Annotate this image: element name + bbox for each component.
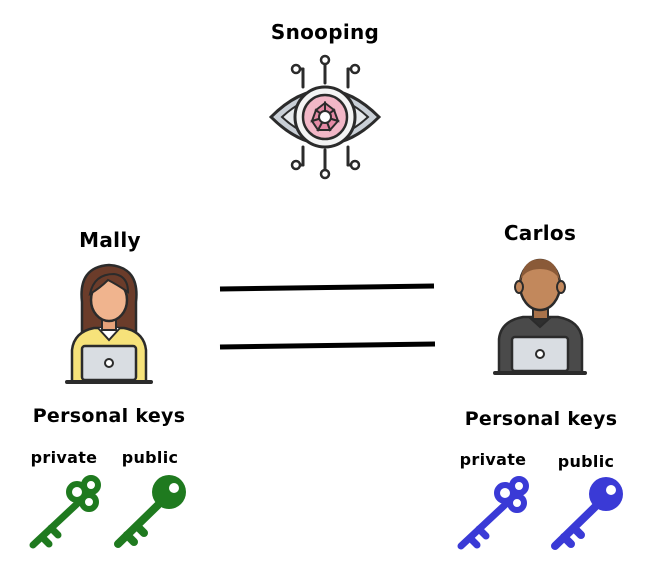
public-label-mally: public [121, 448, 179, 467]
private-key-icon [29, 475, 101, 549]
public-label-carlos: public [557, 452, 615, 471]
user-name-mally: Mally [79, 228, 141, 252]
public-key-icon [551, 477, 623, 550]
channel-line-top [219, 283, 435, 292]
keys-heading-carlos: Personal keys [464, 408, 618, 430]
user-name-carlos: Carlos [503, 221, 577, 245]
private-label-mally: private [30, 448, 98, 467]
snooping-title: Snooping [270, 20, 380, 44]
man-laptop-icon [493, 258, 587, 375]
eye-icon [268, 54, 382, 180]
keys-heading-mally: Personal keys [32, 405, 186, 427]
channel-line-bottom [219, 341, 436, 350]
private-label-carlos: private [459, 450, 527, 469]
woman-laptop-icon [65, 263, 153, 384]
public-key-icon [114, 475, 186, 548]
private-key-icon [457, 476, 529, 550]
